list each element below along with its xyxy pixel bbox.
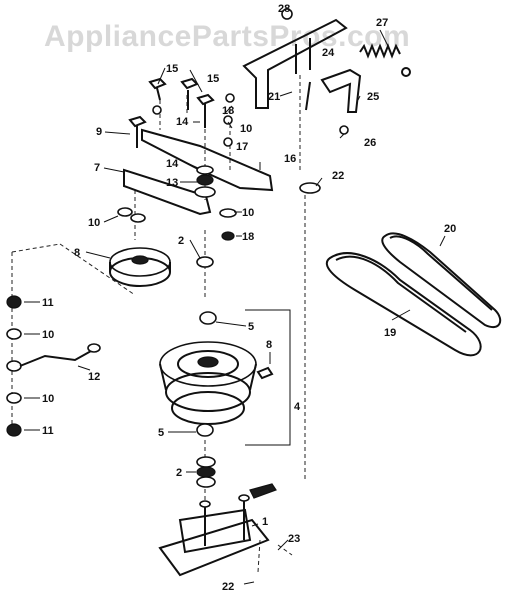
bracket-4 <box>245 309 291 446</box>
svg-text:21: 21 <box>268 91 280 103</box>
svg-text:8: 8 <box>266 339 272 351</box>
callout-5b: 5 <box>158 427 164 439</box>
svg-text:11: 11 <box>42 297 54 309</box>
callout-21: 21 <box>268 91 280 103</box>
leader-lines <box>24 29 446 585</box>
callout-28: 27 <box>376 17 388 29</box>
spacer-upper <box>196 256 214 268</box>
idler-arm <box>123 128 274 216</box>
callout-25: 25 <box>367 91 379 103</box>
svg-text:15: 15 <box>207 73 219 85</box>
washers-10 <box>117 207 146 223</box>
upper-bracket <box>242 8 348 109</box>
callout-14b: 14 <box>166 158 179 170</box>
svg-text:11: 11 <box>42 425 54 437</box>
svg-text:10: 10 <box>88 217 100 229</box>
belts <box>325 232 502 357</box>
callout-4: 4 <box>294 401 301 413</box>
callout-labels: 28 27 24 15 15 21 25 18 14 10 9 17 26 16… <box>42 3 456 593</box>
callout-19: 19 <box>384 327 396 339</box>
callout-13: 13 <box>166 177 178 189</box>
svg-text:20: 20 <box>444 223 456 235</box>
watermark: AppliancePartsPros.com <box>44 20 411 53</box>
main-pulley <box>159 311 257 437</box>
svg-text:23: 23 <box>288 533 300 545</box>
svg-text:4: 4 <box>294 401 301 413</box>
base-bracket <box>158 483 277 577</box>
callout-24: 24 <box>322 47 335 59</box>
callout-11a: 11 <box>42 297 54 309</box>
svg-text:13: 13 <box>166 177 178 189</box>
bolts <box>128 77 215 148</box>
callout-8a: 8 <box>74 247 80 259</box>
svg-text:10: 10 <box>42 329 54 341</box>
svg-text:9: 9 <box>96 126 102 138</box>
callout-10d: 10 <box>42 329 54 341</box>
svg-text:2: 2 <box>178 235 184 247</box>
pulley-bolt <box>256 366 274 380</box>
callout-22a: 22 <box>332 170 344 182</box>
callout-5a: 5 <box>248 321 254 333</box>
callout-26: 26 <box>364 137 376 149</box>
svg-text:5: 5 <box>158 427 164 439</box>
callout-15b: 15 <box>207 73 219 85</box>
callout-18b: 18 <box>242 231 254 243</box>
callout-18a: 18 <box>222 105 234 117</box>
idler-pulley <box>109 247 171 287</box>
spring <box>359 43 411 77</box>
callout-10c: 10 <box>88 217 100 229</box>
svg-text:17: 17 <box>236 141 248 153</box>
left-stack <box>6 295 101 437</box>
svg-text:22: 22 <box>222 581 234 593</box>
svg-text:14: 14 <box>166 158 179 170</box>
washers-top <box>152 93 349 241</box>
callout-20: 20 <box>444 223 456 235</box>
svg-text:10: 10 <box>42 393 54 405</box>
svg-text:19: 19 <box>384 327 396 339</box>
callout-7: 7 <box>94 162 100 174</box>
svg-text:2: 2 <box>176 467 182 479</box>
svg-text:15: 15 <box>166 63 178 75</box>
svg-text:26: 26 <box>364 137 376 149</box>
svg-text:5: 5 <box>248 321 254 333</box>
callout-9: 9 <box>96 126 102 138</box>
svg-text:1: 1 <box>262 516 268 528</box>
svg-text:22: 22 <box>332 170 344 182</box>
spacers-lower <box>196 456 216 488</box>
svg-text:28: 28 <box>278 3 290 15</box>
callout-10b: 10 <box>242 207 254 219</box>
svg-text:18: 18 <box>222 105 234 117</box>
callout-10e: 10 <box>42 393 54 405</box>
svg-text:25: 25 <box>367 91 379 103</box>
small-bracket <box>320 68 362 113</box>
callout-23: 23 <box>288 533 300 545</box>
callout-11b: 11 <box>42 425 54 437</box>
svg-text:16: 16 <box>284 153 296 165</box>
svg-text:12: 12 <box>88 371 100 383</box>
svg-text:18: 18 <box>242 231 254 243</box>
svg-text:7: 7 <box>94 162 100 174</box>
svg-text:14: 14 <box>176 116 189 128</box>
callout-16: 16 <box>284 153 296 165</box>
svg-text:8: 8 <box>74 247 80 259</box>
callout-22b: 22 <box>222 581 234 593</box>
svg-text:27: 27 <box>376 17 388 29</box>
callout-10a: 10 <box>240 123 252 135</box>
callout-1: 1 <box>262 516 268 528</box>
callout-27: 28 <box>278 3 290 15</box>
callout-17: 17 <box>236 141 248 153</box>
callout-15a: 15 <box>166 63 178 75</box>
callout-8b: 8 <box>266 339 272 351</box>
callout-12: 12 <box>88 371 100 383</box>
svg-text:24: 24 <box>322 47 335 59</box>
callout-2a: 2 <box>178 235 184 247</box>
callout-14a: 14 <box>176 116 189 128</box>
svg-text:10: 10 <box>240 123 252 135</box>
callout-2b: 2 <box>176 467 182 479</box>
svg-text:10: 10 <box>242 207 254 219</box>
